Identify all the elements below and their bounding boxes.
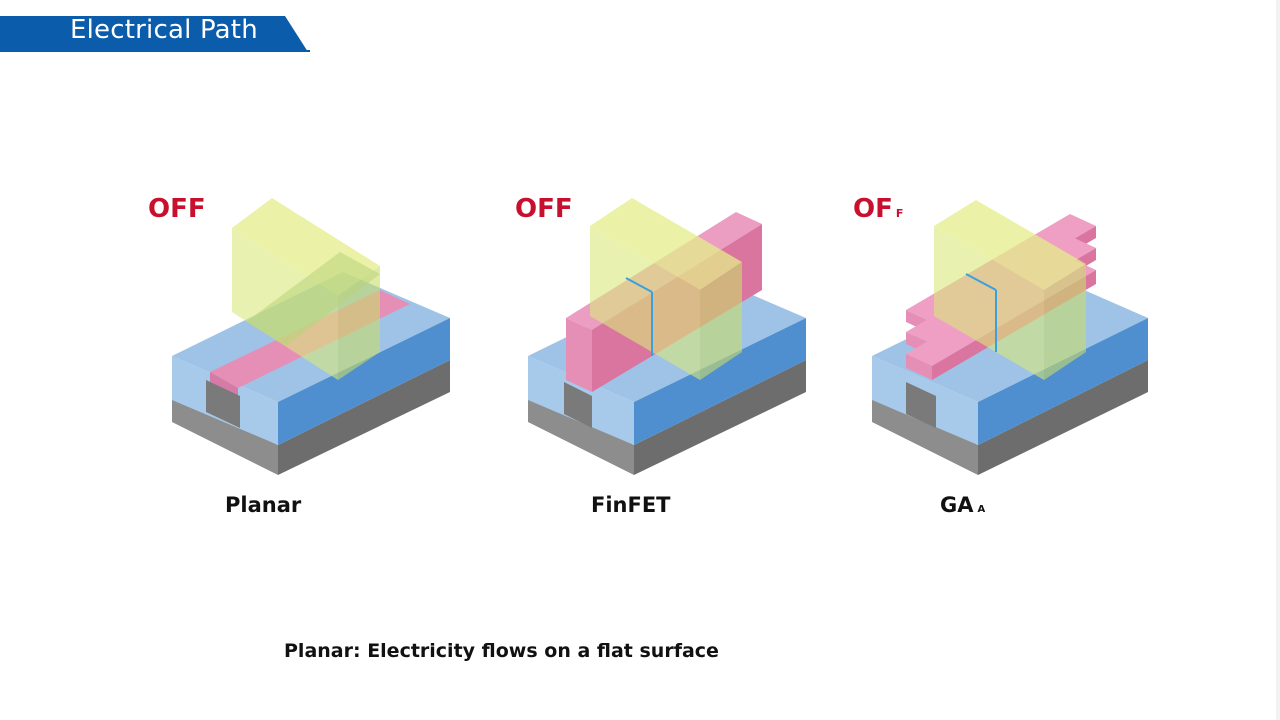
planar-state-text: OFF: [148, 194, 206, 224]
page-title: Electrical Path: [70, 15, 258, 45]
gaa-gate-side: [1044, 264, 1086, 380]
planar-gate-oxide: [246, 252, 380, 346]
finfet-name-label: FinFET: [591, 493, 675, 517]
finfet-gate-top: [590, 198, 742, 290]
finfet-substrate-side: [634, 360, 806, 475]
caption-text: Planar: Electricity flows on a flat surf…: [284, 640, 719, 662]
finfet-fin-front: [566, 318, 592, 392]
finfet-gate-side: [700, 262, 742, 380]
gaa-gate-front: [934, 226, 1044, 380]
gaa-state-suffix: F: [895, 207, 904, 220]
finfet-state-label: OFF: [515, 194, 576, 224]
gaa-channel-edge: [965, 273, 997, 291]
gaa-gate-top: [934, 200, 1086, 290]
finfet-substrate-front: [528, 392, 634, 475]
finfet-name-text: FinFET: [591, 493, 671, 517]
gaa-substrate-front: [872, 392, 978, 475]
banner-shape: [0, 16, 310, 52]
gaa-notch: [906, 382, 936, 428]
planar-name-label: Planar: [225, 493, 305, 517]
planar-substrate-side: [278, 360, 450, 475]
finfet-channel-edge: [625, 277, 653, 293]
planar-notch: [206, 380, 240, 428]
gaa-silicon-side: [978, 318, 1148, 445]
gaa-name-text: GA: [940, 493, 974, 517]
finfet-silicon-side: [634, 318, 806, 445]
gaa-state-text: OF: [853, 194, 893, 224]
planar-name-text: Planar: [225, 493, 302, 517]
finfet-gate-front: [590, 226, 700, 380]
planar-silicon-side: [278, 318, 450, 445]
gaa-substrate-side: [978, 360, 1148, 475]
gaa-name-suffix: A: [977, 504, 986, 515]
planar-state-label: OFF: [148, 194, 209, 224]
planar-substrate-front: [172, 392, 278, 475]
finfet-state-text: OFF: [515, 194, 573, 224]
right-edge-rule: [1276, 0, 1280, 720]
title-banner: Electrical Path: [0, 0, 310, 52]
finfet-notch: [564, 382, 592, 428]
planar-channel-front: [210, 372, 238, 398]
